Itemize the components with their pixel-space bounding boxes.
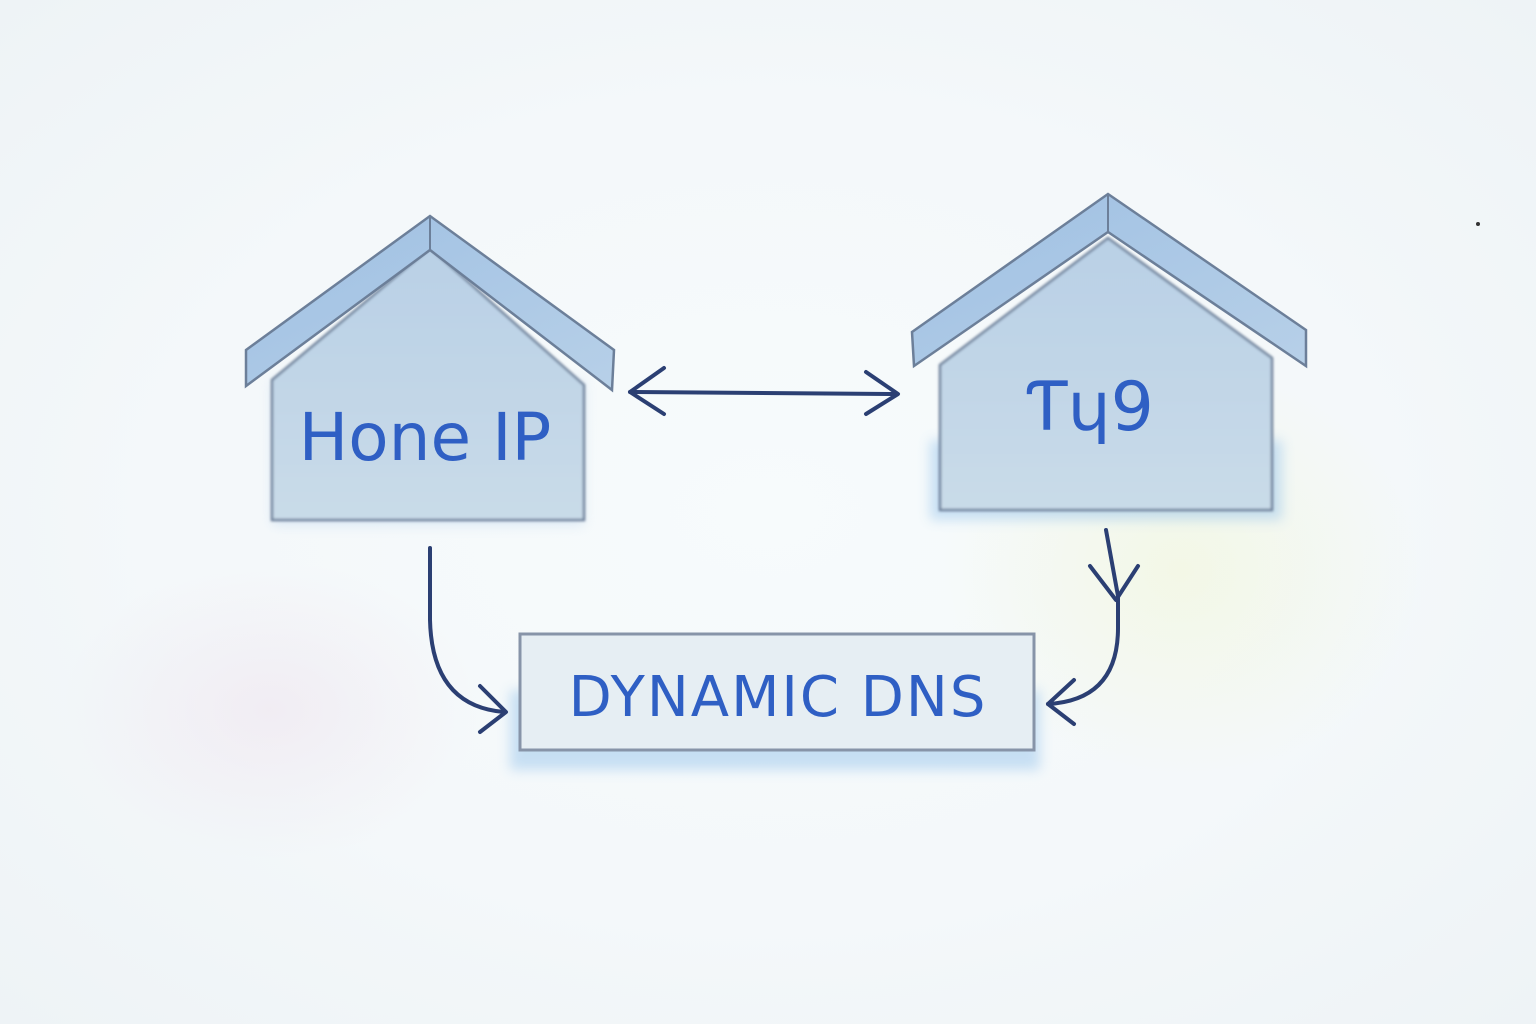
remote-house-label: Ƭɥ9 [1026, 368, 1154, 447]
dynamic-dns-label: DYNAMIC DNS [569, 665, 988, 730]
bidirectional-arrow-shaft [628, 390, 898, 396]
arrow-remote-to-dns-head [1046, 678, 1076, 726]
home-ip-house-body [270, 246, 586, 522]
bidirectional-arrow [628, 366, 900, 416]
home-ip-label: Hone IP [299, 399, 552, 476]
home-ip-house: Hone IP [244, 214, 616, 525]
paper-watercolor-tint-left [60, 560, 480, 860]
remote-house-body [938, 236, 1274, 512]
dynamic-dns-box: DYNAMIC DNS [510, 632, 1040, 770]
arrow-remote-to-dns [1046, 528, 1140, 726]
dynamic-dns-box-frame [518, 632, 1036, 752]
paper-speck [1476, 222, 1480, 226]
arrow-home-to-dns [428, 546, 508, 734]
remote-house: Ƭɥ9 [910, 192, 1308, 520]
arrowhead-right [864, 370, 900, 416]
arrow-home-to-dns-shaft [428, 546, 506, 714]
arrow-remote-down-chevron [1088, 564, 1140, 602]
arrow-remote-to-dns-shaft [1046, 528, 1120, 706]
arrow-home-to-dns-head [478, 684, 508, 734]
arrowhead-left [628, 366, 666, 416]
